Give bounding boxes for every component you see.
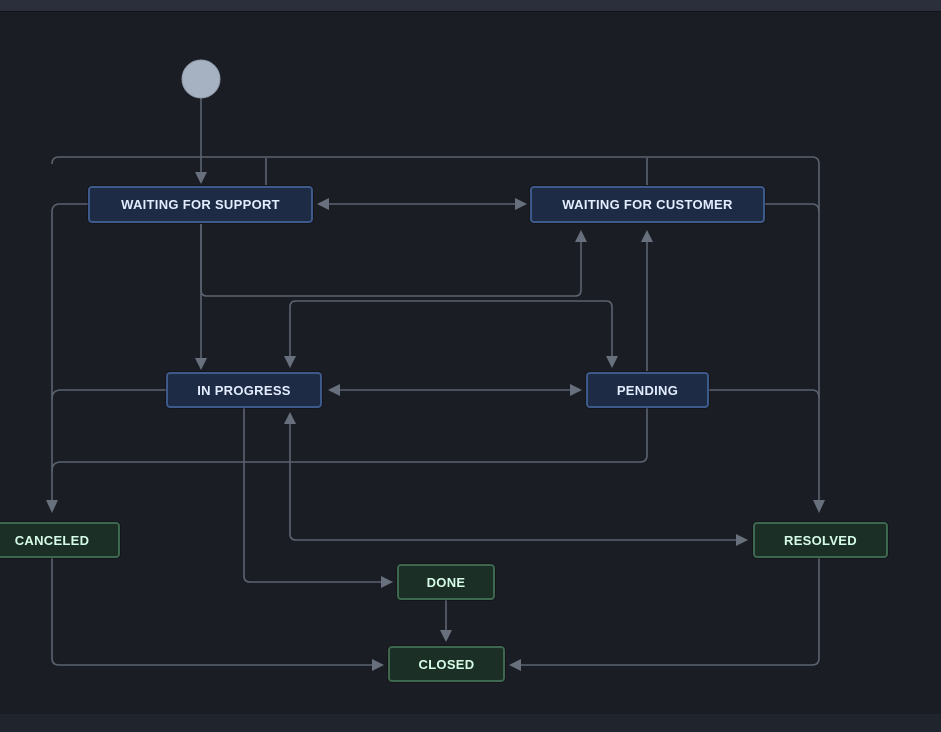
transition-top-rail-resolved[interactable] [51, 156, 825, 513]
transition-pending-waiting-for-customer[interactable] [641, 230, 653, 371]
transition-done-closed[interactable] [440, 600, 452, 642]
status-label: DONE [426, 574, 466, 590]
status-label: WAITING FOR CUSTOMER [562, 197, 733, 212]
transition-in-progress-resolved[interactable] [284, 412, 748, 546]
transition-waiting-for-support-waiting-for-customer-lower[interactable] [200, 224, 587, 297]
status-label: CLOSED [418, 656, 475, 672]
transition-in-progress-pending[interactable] [328, 384, 582, 396]
transition-in-progress-done[interactable] [243, 408, 393, 588]
transition-resolved-closed[interactable] [509, 558, 820, 671]
status-in-progress[interactable]: IN PROGRESS [166, 372, 322, 408]
status-closed[interactable]: CLOSED [388, 646, 505, 682]
status-label: RESOLVED [784, 532, 857, 548]
transition-waiting-for-support-waiting-for-customer[interactable] [317, 198, 527, 210]
transition-pending-canceled[interactable] [51, 408, 648, 472]
status-label: PENDING [616, 382, 679, 398]
status-label: IN PROGRESS [197, 382, 291, 398]
status-label: CANCELED [14, 532, 90, 548]
transition-pending-resolved[interactable] [709, 389, 820, 399]
transition-waiting-for-customer-in-progress-pending[interactable] [284, 300, 618, 368]
top-bar [0, 0, 941, 12]
status-done[interactable]: DONE [397, 564, 495, 600]
transition-in-progress-canceled[interactable] [51, 389, 166, 400]
bottom-bar [0, 713, 941, 732]
status-waiting-for-support[interactable]: WAITING FOR SUPPORT [88, 186, 313, 223]
transition-waiting-for-support-canceled[interactable] [46, 203, 88, 513]
status-canceled[interactable]: CANCELED [0, 522, 120, 558]
transition-waiting-for-customer-resolved[interactable] [765, 203, 820, 213]
status-label: WAITING FOR SUPPORT [121, 197, 280, 212]
start-node[interactable] [181, 59, 221, 99]
status-resolved[interactable]: RESOLVED [753, 522, 888, 558]
status-pending[interactable]: PENDING [586, 372, 709, 408]
transition-canceled-closed[interactable] [51, 558, 384, 671]
status-waiting-for-customer[interactable]: WAITING FOR CUSTOMER [530, 186, 765, 223]
transition-start-waiting-for-support[interactable] [195, 98, 207, 184]
